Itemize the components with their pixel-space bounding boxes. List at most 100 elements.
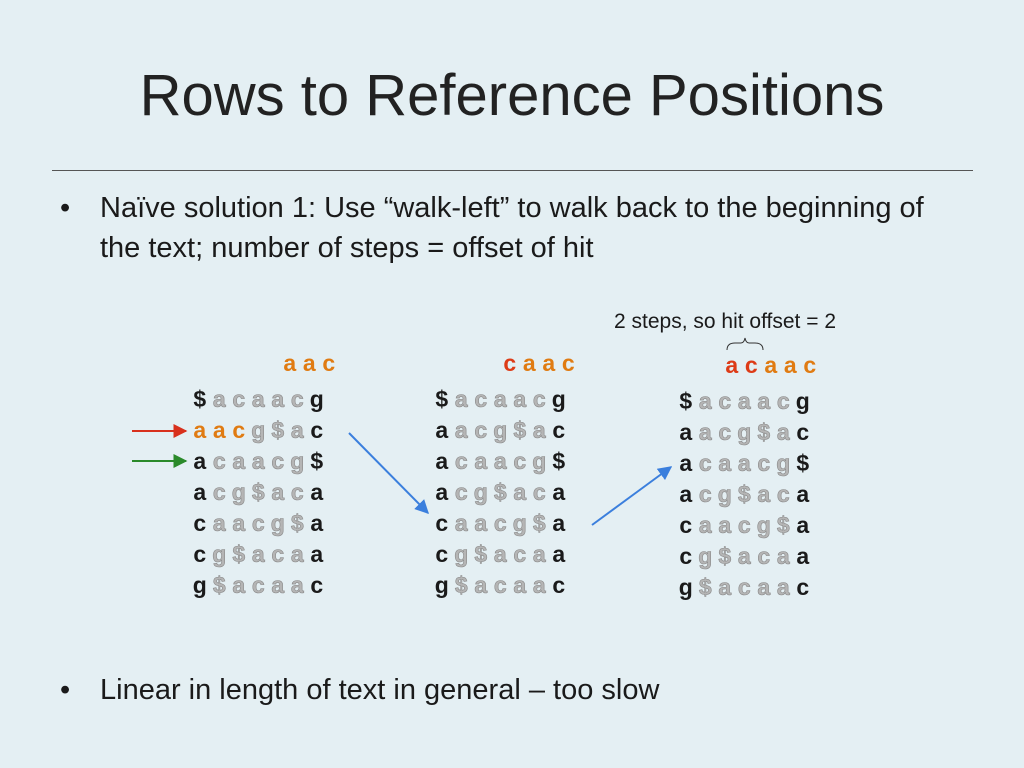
matrix-char: a: [552, 541, 566, 567]
matrix-char: a: [513, 572, 527, 599]
matrix-char: c: [698, 450, 712, 477]
matrix-char: a: [474, 572, 488, 599]
slide-title: Rows to Reference Positions: [139, 63, 885, 128]
matrix-char: g: [434, 572, 449, 598]
matrix-char: c: [757, 543, 771, 570]
matrix-char: a: [212, 386, 226, 413]
matrix-char: a: [493, 386, 507, 413]
matrix-char: a: [679, 481, 693, 507]
matrix-char: c: [232, 417, 246, 443]
header-char: a: [302, 350, 316, 376]
matrix-char: a: [776, 574, 790, 601]
matrix-char: $: [290, 510, 304, 537]
matrix-char: $: [212, 572, 226, 599]
matrix-char: a: [552, 510, 566, 536]
matrix-char: a: [193, 479, 207, 505]
matrix-char: a: [776, 419, 790, 446]
bullet-linear-too-slow: • Linear in length of text in general – …: [60, 670, 940, 710]
header-char: a: [542, 350, 556, 376]
matrix-char: c: [435, 541, 449, 567]
matrix-char: c: [271, 541, 285, 568]
bullet-text: Linear in length of text in general – to…: [100, 674, 660, 706]
header-char: a: [764, 352, 778, 378]
bullet-marker: •: [60, 674, 71, 706]
matrix-char: a: [698, 419, 712, 446]
matrix-char: a: [193, 417, 207, 443]
matrix-char: c: [513, 448, 527, 475]
matrix-char: a: [232, 572, 246, 599]
matrix-char: c: [737, 574, 751, 601]
matrix-char: a: [310, 541, 324, 567]
header-char: c: [561, 350, 575, 376]
matrix-char: $: [776, 512, 790, 539]
matrix-char: $: [698, 574, 712, 601]
matrix-char: a: [757, 388, 771, 415]
matrix-char: g: [454, 541, 469, 568]
matrix-char: a: [718, 574, 732, 601]
steps-note: 2 steps, so hit offset = 2: [614, 310, 836, 333]
matrix-char: c: [532, 386, 546, 413]
matrix-char: c: [532, 479, 546, 506]
matrix-char: c: [552, 572, 566, 598]
matrix-char: a: [251, 541, 265, 568]
matrix-char: g: [678, 574, 693, 600]
matrix-char: c: [718, 388, 732, 415]
matrix-char: c: [776, 481, 790, 508]
matrix-char: c: [474, 386, 488, 413]
matrix-char: $: [251, 479, 265, 506]
matrix-char: c: [679, 512, 693, 538]
header-char: a: [522, 350, 536, 376]
matrix-char: a: [532, 572, 546, 599]
matrix-char: g: [473, 479, 488, 506]
matrix-char: a: [435, 417, 449, 443]
matrix-char: $: [532, 510, 546, 537]
title-divider: [52, 170, 973, 171]
matrix-char: $: [193, 386, 207, 412]
matrix-char: $: [718, 543, 732, 570]
matrix-char: $: [493, 479, 507, 506]
matrix-char: a: [532, 417, 546, 444]
matrix-char: a: [310, 479, 324, 505]
matrix-char: c: [493, 572, 507, 599]
matrix-char: a: [796, 481, 810, 507]
matrix-char: a: [193, 448, 207, 474]
header-char: a: [725, 352, 739, 378]
matrix-char: a: [737, 450, 751, 477]
matrix-char: g: [493, 417, 508, 444]
matrix-char: c: [796, 419, 810, 445]
matrix-char: c: [718, 419, 732, 446]
matrix-char: a: [212, 510, 226, 537]
matrix-char: a: [310, 510, 324, 536]
matrix-char: a: [474, 510, 488, 537]
matrix-char: g: [251, 417, 266, 444]
matrix-char: a: [454, 510, 468, 537]
matrix-char: c: [493, 510, 507, 537]
matrix-char: c: [679, 543, 693, 569]
matrix-char: c: [435, 510, 449, 536]
matrix-char: a: [454, 417, 468, 444]
matrix-char: a: [737, 543, 751, 570]
matrix-char: c: [552, 417, 566, 443]
matrix-char: g: [551, 386, 566, 412]
matrix-char: a: [532, 541, 546, 568]
matrix-char: a: [290, 572, 304, 599]
matrix-char: a: [796, 543, 810, 569]
matrix-char: c: [251, 572, 265, 599]
bullet-text: Naïve solution 1: Use “walk-left” to wal…: [100, 192, 924, 264]
brace-icon: [726, 337, 764, 351]
matrix-char: a: [737, 388, 751, 415]
